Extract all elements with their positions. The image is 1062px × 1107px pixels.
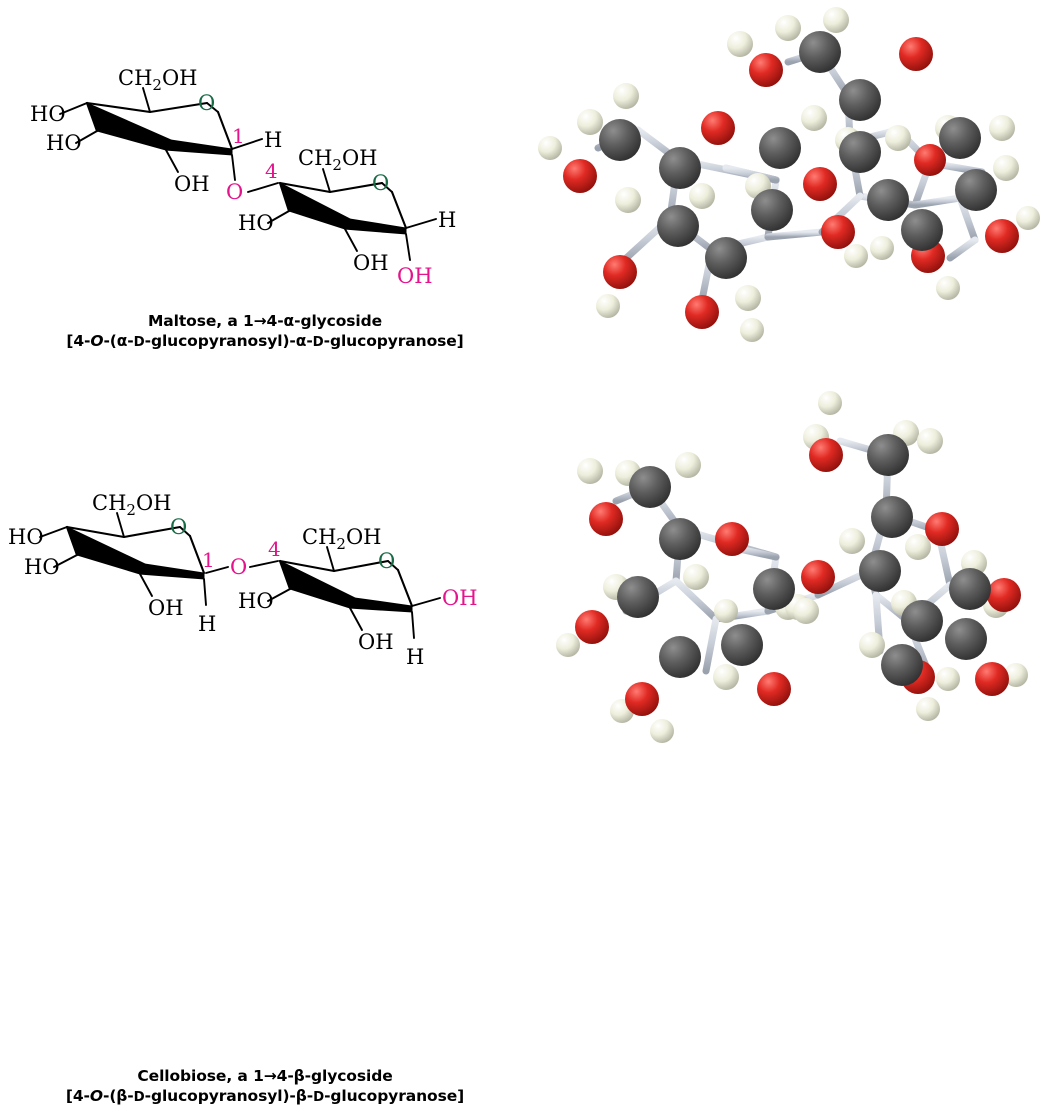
maltose-b-oh-bond	[344, 228, 358, 252]
cellobiose-3d-model-panel	[530, 389, 1062, 779]
maltose-chair-drawing: HO HO CH2OH O OH 1 H O	[30, 66, 456, 288]
cellobiose-c4-number-label: 4	[268, 537, 281, 561]
maltose-a-oh-bond	[165, 149, 179, 173]
cellobiose-a-c1-h-bond	[203, 578, 207, 606]
maltose-ring-b	[278, 181, 408, 235]
cellobiose-ring-a	[65, 525, 206, 580]
cellobiose-a-ringo-bond	[179, 526, 191, 537]
cellobiose-model-atoms	[556, 391, 1028, 743]
maltose-a-ringo-bond-left	[206, 102, 219, 113]
maltose-a-oh-label: OH	[174, 172, 210, 196]
maltose-ball-and-stick-model	[538, 7, 1040, 342]
maltose-b-anomeric-h-bond	[405, 218, 437, 229]
maltose-caption-line2: [4-O-(α-D-glucopyranosyl)-α-D-glucopyran…	[66, 331, 464, 350]
cellobiose-b-ring-oxygen-label: O	[378, 549, 395, 573]
maltose-c4-number-label: 4	[265, 159, 278, 183]
cellobiose-b-anomeric-h-bond	[411, 611, 415, 639]
cellobiose-a-ch2oh-label: CH2OH	[92, 491, 171, 519]
cellobiose-a-ho-top-bond	[39, 526, 68, 538]
cellobiose-a-ho-top-label: HO	[8, 525, 44, 549]
cellobiose-b-oh-bond	[349, 607, 363, 631]
cellobiose-a-oh-bond	[139, 573, 153, 597]
maltose-b-ring-oxygen-label: O	[372, 171, 389, 195]
maltose-b-anomeric-h-label: H	[438, 208, 456, 232]
maltose-a-ho-top-label: HO	[30, 102, 66, 126]
maltose-b-oh-label: OH	[353, 251, 389, 275]
cellobiose-chair-drawing: HO HO CH2OH O OH 1 H O	[8, 491, 478, 669]
cellobiose-ball-and-stick-model	[556, 391, 1028, 743]
maltose-a-c1-h-bond	[231, 138, 263, 150]
maltose-a-ch2oh-bond	[142, 87, 151, 113]
cellobiose-a-c1-oglycosidic-bond	[205, 566, 229, 574]
cellobiose-b-ho-label: HO	[238, 589, 274, 613]
cellobiose-c1-number-label: 1	[202, 548, 215, 572]
maltose-a-ch2oh-label: CH2OH	[118, 66, 197, 94]
cellobiose-b-anomeric-oh-bond	[411, 597, 441, 607]
maltose-b-ch2oh-bond	[322, 168, 331, 193]
cellobiose-a-ho-mid-bond	[53, 554, 78, 568]
maltose-caption: Maltose, a 1→4-α-glycoside [4-O-(α-D-glu…	[0, 312, 530, 352]
maltose-c1-number-label: 1	[232, 124, 245, 148]
maltose-glycosidic-oxygen-label: O	[226, 180, 243, 204]
cellobiose-b-ringo-bond	[387, 560, 399, 571]
cellobiose-c1-hydrogen-label: H	[198, 612, 216, 636]
maltose-b-anomeric-oh-label: OH	[397, 264, 433, 288]
cellobiose-b-ho-bond	[267, 588, 291, 602]
cellobiose-b-anomeric-h-label: H	[406, 645, 424, 669]
maltose-b-ringo-bond	[381, 182, 393, 193]
maltose-glycosidic-bond-right	[247, 182, 279, 193]
cellobiose-a-ho-mid-label: HO	[24, 555, 60, 579]
cellobiose-caption-line2: [4-O-(β-D-glucopyranosyl)-β-D-glucopyran…	[65, 1086, 465, 1105]
cellobiose-b-ch2oh-label: CH2OH	[302, 525, 381, 553]
maltose-b-ch2oh-label: CH2OH	[298, 146, 377, 174]
cellobiose-a-ring-oxygen-label: O	[170, 515, 187, 539]
maltose-a-ho-mid-bond	[75, 130, 98, 144]
maltose-b-ho-bond	[267, 210, 290, 224]
maltose-b-anomeric-oh-bond	[405, 233, 411, 261]
maltose-model-atoms	[538, 7, 1040, 342]
cellobiose-caption-line1: Cellobiose, a 1→4-β-glycoside	[137, 1067, 393, 1085]
cellobiose-b-ch2oh-bond	[326, 546, 335, 572]
cellobiose-b-anomeric-oh-label: OH	[442, 586, 478, 610]
cellobiose-glycosidic-bond-right	[249, 560, 279, 568]
maltose-c1-hydrogen-label: H	[264, 128, 282, 152]
maltose-a-ho-top-bond	[59, 102, 88, 115]
cellobiose-glycosidic-oxygen-label: O	[230, 555, 247, 579]
cellobiose-caption: Cellobiose, a 1→4-β-glycoside [4-O-(β-D-…	[0, 1067, 530, 1107]
cellobiose-a-ch2oh-bond	[116, 512, 125, 538]
maltose-structure-panel: HO HO CH2OH O OH 1 H O	[0, 0, 530, 390]
cellobiose-b-oh-label: OH	[358, 630, 394, 654]
maltose-b-ho-label: HO	[238, 211, 274, 235]
cellobiose-structure-panel: HO HO CH2OH O OH 1 H O	[0, 389, 530, 1105]
maltose-caption-line1: Maltose, a 1→4-α-glycoside	[147, 312, 383, 330]
cellobiose-a-oh-label: OH	[148, 596, 184, 620]
maltose-a-ho-mid-label: HO	[46, 131, 82, 155]
maltose-a-c1-oglycosidic-bond	[231, 154, 236, 181]
maltose-a-ring-oxygen-label: O	[198, 91, 215, 115]
maltose-3d-model-panel	[530, 0, 1062, 390]
